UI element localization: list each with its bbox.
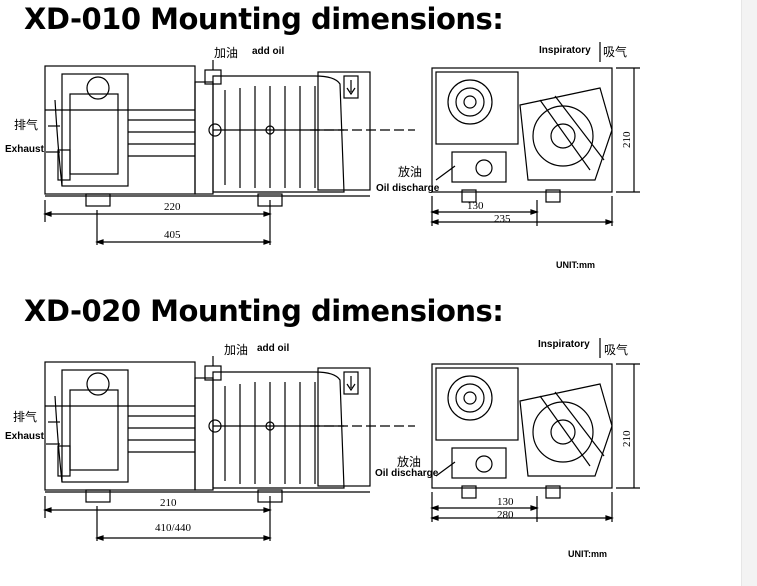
motor-housing — [212, 371, 345, 489]
panel-title: XD-010 Mounting dimensions: — [24, 2, 504, 36]
add-oil-cn-label: 加油 — [224, 343, 249, 357]
add-oil-label: add oil — [252, 46, 285, 57]
panel-title: XD-020 Mounting dimensions: — [24, 294, 504, 328]
oil-discharge-label: Oil discharge — [376, 183, 440, 194]
dimension-end-width: 280 — [497, 509, 514, 521]
dimension-length: 220 — [164, 201, 181, 213]
oil-discharge-cn-label: 放油 — [397, 455, 422, 469]
oil-discharge-cn-label: 放油 — [398, 165, 423, 179]
exhaust-cn-label: 排气 — [13, 410, 38, 424]
dimension-height: 210 — [621, 430, 633, 448]
add-oil-cn-label: 加油 — [214, 46, 239, 60]
end-view-body — [431, 67, 613, 193]
dimension-overall: 405 — [164, 229, 181, 241]
end-view-body — [431, 363, 613, 489]
pump-drawing — [43, 42, 640, 245]
exhaust-cn-label: 排气 — [14, 118, 39, 132]
pump-body — [44, 361, 196, 491]
motor-housing — [212, 75, 345, 193]
inspiratory-cn-label: 吸气 — [604, 343, 629, 357]
unit-label: UNIT:mm — [556, 260, 596, 270]
dimension-end-width: 235 — [494, 213, 511, 225]
exhaust-label: Exhaust — [5, 431, 44, 442]
right-scroll-edge — [741, 0, 757, 586]
dimension-height: 210 — [621, 131, 633, 149]
pump-body — [44, 65, 196, 195]
pump-drawing — [43, 338, 640, 541]
exhaust-label: Exhaust — [5, 144, 44, 155]
add-oil-label: add oil — [257, 343, 290, 354]
dimension-end-base: 130 — [467, 200, 484, 212]
oil-discharge-label: Oil discharge — [375, 468, 439, 479]
inspiratory-cn-label: 吸气 — [603, 45, 628, 59]
inspiratory-label: Inspiratory — [538, 339, 590, 350]
dimension-end-base: 130 — [497, 496, 514, 508]
inspiratory-label: Inspiratory — [539, 45, 591, 56]
dimension-length: 210 — [160, 497, 177, 509]
unit-label: UNIT:mm — [568, 549, 608, 559]
dimension-overall: 410/440 — [155, 522, 192, 534]
